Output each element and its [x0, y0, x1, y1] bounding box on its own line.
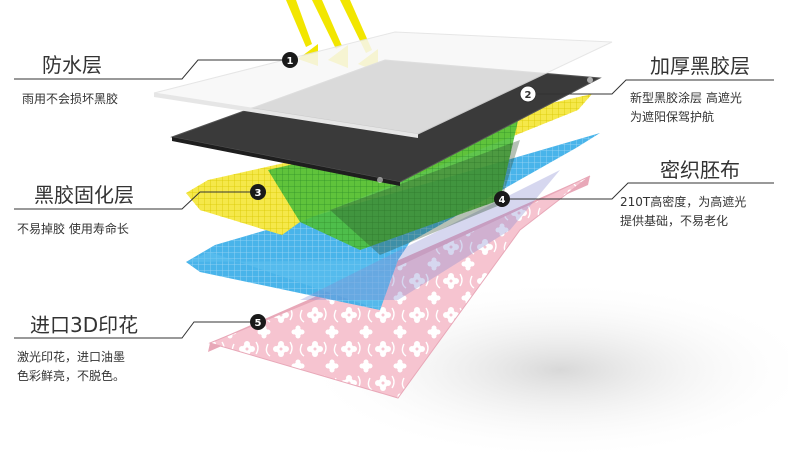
leader-line-5: [14, 321, 258, 339]
layer-1-title: 防水层: [42, 53, 102, 77]
layer-2-description: 新型黑胶涂层 高遮光 为遮阳保驾护航: [630, 89, 742, 127]
marker-5-label: 5: [255, 318, 262, 329]
layer-3-title: 黑胶固化层: [34, 183, 134, 207]
marker-5: 5: [250, 314, 266, 330]
leader-line-3: [14, 191, 258, 210]
leader-line-1: [14, 59, 290, 80]
layer-5-description: 激光印花，进口油墨 色彩鲜亮，不脱色。: [17, 348, 125, 386]
waterproof-layer: [153, 31, 613, 138]
overlap-shadow: [330, 140, 520, 255]
layer-4-description: 210T高密度，为高遮光 提供基础，不易老化: [620, 193, 746, 231]
leader-line-4: [502, 182, 774, 200]
layer-5-desc-line: 色彩鲜亮，不脱色。: [17, 369, 126, 383]
marker-3-label: 3: [255, 188, 262, 199]
marker-1: 1: [282, 52, 298, 68]
layer-4-title: 密织胚布: [660, 158, 740, 182]
leader-lines: [14, 59, 774, 339]
marker-4-label: 4: [499, 195, 506, 206]
marker-2-label: 2: [525, 90, 532, 101]
layer-4-desc-line: 提供基础，不易老化: [620, 214, 729, 228]
layer-1-description: 雨用不会损坏黑胶: [22, 90, 118, 109]
layer-2-desc-line: 新型黑胶涂层 高遮光: [630, 91, 742, 105]
layer-4-desc-line: 210T高密度，为高遮光: [620, 195, 747, 209]
layer-2-title: 加厚黑胶层: [650, 54, 750, 78]
marker-2: 2: [519, 85, 537, 103]
layer-3-description: 不易掉胶 使用寿命长: [17, 220, 129, 239]
layer-3-desc-line: 不易掉胶 使用寿命长: [17, 222, 129, 236]
leader-line-2: [528, 79, 774, 95]
layer-5-desc-line: 激光印花，进口油墨: [17, 350, 126, 364]
layer-5-title: 进口3D印花: [30, 313, 139, 337]
marker-4: 4: [494, 191, 510, 207]
marker-3: 3: [250, 184, 266, 200]
marker-1-label: 1: [287, 56, 294, 67]
layer-2-desc-line: 为遮阳保驾护航: [630, 110, 715, 124]
layer-1-desc-line: 雨用不会损坏黑胶: [22, 92, 119, 106]
